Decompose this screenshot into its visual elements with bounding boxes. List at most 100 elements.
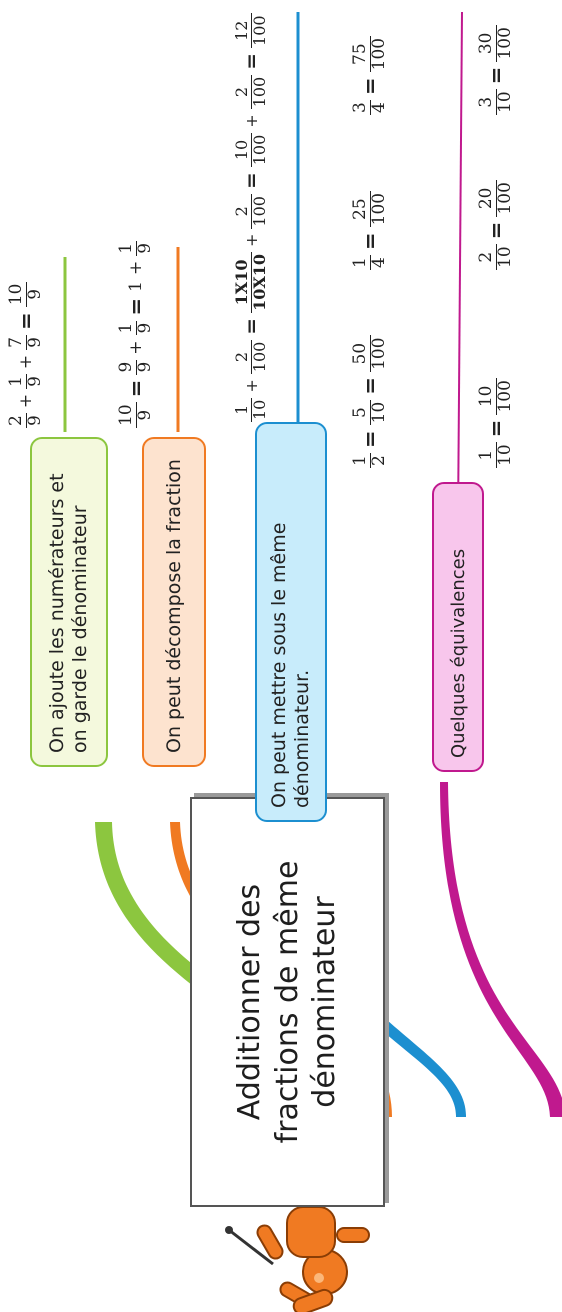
numerator: 2 <box>476 251 496 263</box>
denominator: 4 <box>368 257 389 268</box>
operator: = <box>357 430 383 449</box>
numerator: 2 <box>6 415 26 426</box>
denominator: 4 <box>368 102 389 113</box>
operator: = <box>239 52 264 70</box>
denominator: 10 <box>368 401 389 424</box>
branch-label-decompose: On peut décompose la fraction <box>163 459 185 753</box>
operator: = <box>239 172 264 190</box>
numerator: 10 <box>6 283 26 306</box>
numerator: 2 <box>232 86 251 98</box>
numerator: 7 <box>6 337 26 348</box>
root-title: Additionner des fractions de même dénomi… <box>232 860 343 1144</box>
operator: = <box>483 66 509 85</box>
denominator: 9 <box>134 361 155 373</box>
denominator: 10 <box>494 444 515 466</box>
operator: + <box>126 340 147 355</box>
branch-node-equiv: Quelques équivalences <box>432 482 484 772</box>
numerator: 3 <box>476 96 496 108</box>
numerator: 1 <box>350 257 370 268</box>
numerator: 75 <box>350 43 370 65</box>
connector-equiv <box>440 782 562 1117</box>
denominator: 100 <box>368 337 389 370</box>
denominator: 9 <box>24 376 45 387</box>
operator: = <box>357 376 383 395</box>
denominator: 9 <box>24 337 45 348</box>
numerator: 2 <box>232 351 251 363</box>
branch-label-ajoute: On ajoute les numérateurs et on garde le… <box>46 473 91 753</box>
numerator: 9 <box>116 361 136 373</box>
denominator: 100 <box>494 380 515 413</box>
branch-label-equiv: Quelques équivalences <box>447 548 469 758</box>
operator: + <box>126 260 147 275</box>
numerator: 25 <box>350 198 370 220</box>
numerator: 10 <box>232 139 251 161</box>
numerator: 1 <box>6 376 26 387</box>
branch-node-meme: On peut mettre sous le même dénominateur… <box>255 422 327 822</box>
operator: = <box>357 77 383 96</box>
mascot-figure <box>225 1207 370 1312</box>
operator: + <box>241 379 261 393</box>
operator: + <box>241 233 261 247</box>
numerator: 1 <box>116 242 136 254</box>
numerator: 10 <box>116 404 136 426</box>
integer: 1 <box>126 281 147 292</box>
numerator: 50 <box>350 342 370 365</box>
operator: + <box>16 354 37 370</box>
branch-node-ajoute: On ajoute les numérateurs et on garde le… <box>30 437 108 767</box>
operator: + <box>241 114 261 128</box>
branch-label-meme: On peut mettre sous le même dénominateur… <box>268 522 313 808</box>
operator: = <box>357 232 383 251</box>
numerator: 1 <box>476 449 496 461</box>
denominator: 9 <box>24 288 45 300</box>
root-node: Additionner des fractions de même dénomi… <box>190 797 385 1207</box>
numerator: 20 <box>476 187 496 210</box>
numerator: 1X10 <box>232 259 251 306</box>
numerator: 3 <box>350 102 370 113</box>
numerator: 1 <box>350 455 370 466</box>
numerator: 1 <box>116 322 136 334</box>
connector-meme <box>280 822 467 1117</box>
numerator: 1 <box>232 404 251 415</box>
branch-node-decompose: On peut décompose la fraction <box>142 437 206 767</box>
denominator: 100 <box>249 134 269 166</box>
denominator: 2 <box>368 455 389 466</box>
numerator: 12 <box>232 20 251 41</box>
operator: = <box>123 297 149 316</box>
numerator: 10 <box>476 385 496 408</box>
denominator: 100 <box>249 196 269 227</box>
numerator: 5 <box>350 407 370 418</box>
operator: = <box>483 419 509 438</box>
denominator: 100 <box>494 182 515 215</box>
denominator: 10X10 <box>249 253 269 311</box>
denominator: 100 <box>249 341 269 373</box>
